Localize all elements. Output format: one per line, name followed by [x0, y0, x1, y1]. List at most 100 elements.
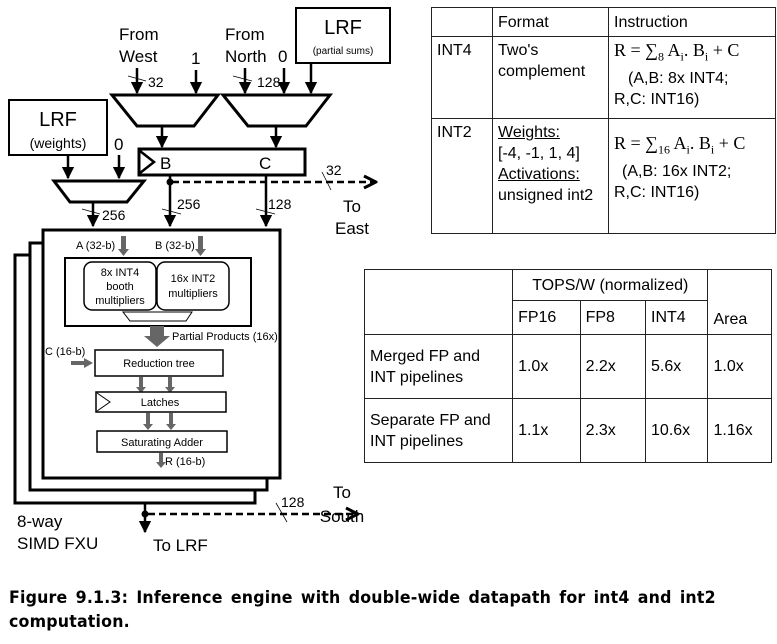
int4-booth-multipliers: 8x INT4 booth multipliers	[83, 261, 157, 311]
table-row: INT4 Two's complement R = ∑8 Ai. Bi + C …	[431, 36, 776, 119]
svg-text:South: South	[320, 507, 364, 526]
type-cell: INT2	[431, 118, 493, 234]
table-header-row: TOPS/W (normalized) Area	[363, 269, 772, 335]
mux-b	[108, 93, 222, 128]
header-cell-instruction: Instruction	[608, 7, 776, 37]
constant-one: 1	[191, 49, 200, 68]
header-cell-fp8: FP8	[579, 300, 647, 335]
fxu-block-diagram: From West 1 From North 0 LRF (partial su…	[8, 7, 391, 555]
format-cell: Weights: [-4, -1, 1, 4] Activations: uns…	[492, 118, 609, 234]
weights-width-label: 256	[102, 207, 126, 223]
svg-text:To: To	[343, 197, 361, 216]
svg-text:8-way: 8-way	[17, 512, 63, 531]
svg-text:multipliers: multipliers	[95, 295, 145, 307]
bc-register: B C	[137, 147, 307, 177]
from-north-label: From North	[225, 25, 267, 66]
to-south-label: To South	[320, 483, 364, 526]
activations-values: unsigned int2	[498, 187, 594, 204]
svg-text:Latches: Latches	[141, 397, 180, 409]
west-width-label: 32	[148, 74, 164, 90]
svg-text:SIMD FXU: SIMD FXU	[17, 534, 98, 553]
format-line: complement	[498, 63, 586, 80]
format-cell: Two's complement	[492, 36, 609, 119]
constant-zero-left: 0	[114, 135, 123, 154]
svg-text:LRF: LRF	[324, 17, 362, 39]
svg-text:To: To	[333, 483, 351, 502]
value-cell: 2.3x	[579, 398, 647, 463]
value-cell: 1.1x	[512, 398, 581, 463]
table-row: Merged FP and INT pipelines 1.0x 2.2x 5.…	[363, 334, 772, 399]
header-cell-empty	[431, 7, 493, 37]
svg-text:From: From	[119, 25, 159, 44]
mux-c	[219, 93, 334, 128]
east-width-label: 32	[326, 162, 342, 178]
svg-text:(partial sums): (partial sums)	[313, 46, 374, 57]
header-cell-empty	[363, 269, 514, 335]
north-width-label: 128	[257, 74, 281, 90]
instruction-cell: R = ∑8 Ai. Bi + C (A,B: 8x INT4; R,C: IN…	[608, 36, 776, 119]
svg-text:C: C	[259, 154, 271, 173]
value-cell: 1.0x	[512, 334, 581, 399]
table-header-row: Format Instruction	[431, 7, 776, 37]
header-cell-fp16: FP16	[512, 300, 581, 335]
svg-text:(weights): (weights)	[30, 135, 87, 151]
input-b-label: B (32-b)	[155, 240, 195, 252]
row-label-cell: Merged FP and INT pipelines	[363, 334, 514, 399]
value-cell: 2.2x	[579, 334, 647, 399]
svg-text:North: North	[225, 47, 267, 66]
output-r-label: R (16-b)	[165, 456, 205, 468]
header-cell-format: Format	[492, 7, 609, 37]
equation-note: R,C: INT16)	[614, 90, 700, 108]
weights-label: Weights:	[498, 124, 560, 141]
south-width-label: 128	[281, 494, 305, 510]
table-row: INT2 Weights: [-4, -1, 1, 4] Activations…	[431, 118, 776, 234]
equation-note: (A,B: 8x INT4;	[628, 69, 729, 87]
performance-comparison-table: TOPS/W (normalized) Area FP16 FP8 INT4 M…	[363, 269, 772, 463]
lrf-weights-box: LRF (weights)	[8, 99, 108, 156]
value-cell: 1.16x	[707, 398, 772, 463]
b-width-label: 256	[177, 196, 201, 212]
svg-text:West: West	[119, 47, 158, 66]
instruction-cell: R = ∑16 Ai. Bi + C (A,B: 16x INT2; R,C: …	[608, 118, 776, 234]
weights-values: [-4, -1, 1, 4]	[498, 145, 580, 162]
simd-fxu-label: 8-way SIMD FXU	[17, 512, 98, 553]
svg-text:8x INT4: 8x INT4	[101, 267, 140, 279]
equation-note: (A,B: 16x INT2;	[622, 162, 732, 180]
format-line: Two's	[498, 42, 539, 59]
constant-zero-top: 0	[278, 47, 287, 66]
latches-block: Latches	[95, 391, 227, 413]
activations-label: Activations:	[498, 166, 580, 183]
value-cell: 5.6x	[645, 334, 709, 399]
reduction-tree-block: Reduction tree	[94, 349, 224, 377]
svg-text:multipliers: multipliers	[168, 288, 218, 300]
value-cell: 10.6x	[645, 398, 709, 463]
svg-text:Reduction tree: Reduction tree	[123, 358, 195, 370]
svg-text:booth: booth	[106, 281, 134, 293]
mux-a	[50, 179, 148, 204]
tops-per-watt-header: TOPS/W (normalized)	[512, 269, 709, 301]
row-label-cell: Separate FP and INT pipelines	[363, 398, 514, 463]
c-width-label: 128	[268, 196, 292, 212]
equation: R = ∑16 Ai. Bi + C	[614, 133, 746, 157]
multiplier-output-mux	[121, 311, 193, 322]
equation-note: R,C: INT16)	[614, 183, 700, 201]
header-cell-int4: INT4	[645, 300, 709, 335]
format-instruction-table: Format Instruction INT4 Two's complement…	[431, 7, 776, 234]
to-lrf-label: To LRF	[153, 536, 208, 555]
svg-text:East: East	[335, 219, 369, 238]
lrf-partial-sums-box: LRF (partial sums)	[295, 7, 391, 64]
table-row: Separate FP and INT pipelines 1.1x 2.3x …	[363, 398, 772, 463]
to-east-label: To East	[335, 197, 369, 238]
saturating-adder-block: Saturating Adder	[96, 430, 228, 453]
svg-text:From: From	[225, 25, 265, 44]
partial-products-label: Partial Products (16x)	[172, 331, 278, 343]
type-cell: INT4	[431, 36, 493, 119]
svg-text:16x INT2: 16x INT2	[171, 273, 216, 285]
int2-multipliers: 16x INT2 multipliers	[156, 261, 230, 311]
input-c-label: C (16-b)	[45, 346, 85, 358]
from-west-label: From West	[119, 25, 159, 66]
svg-text:B: B	[160, 154, 171, 173]
figure-caption: Figure 9.1.3: Inference engine with doub…	[9, 588, 716, 632]
svg-text:Saturating Adder: Saturating Adder	[121, 437, 203, 449]
header-cell-area: Area	[707, 269, 772, 335]
